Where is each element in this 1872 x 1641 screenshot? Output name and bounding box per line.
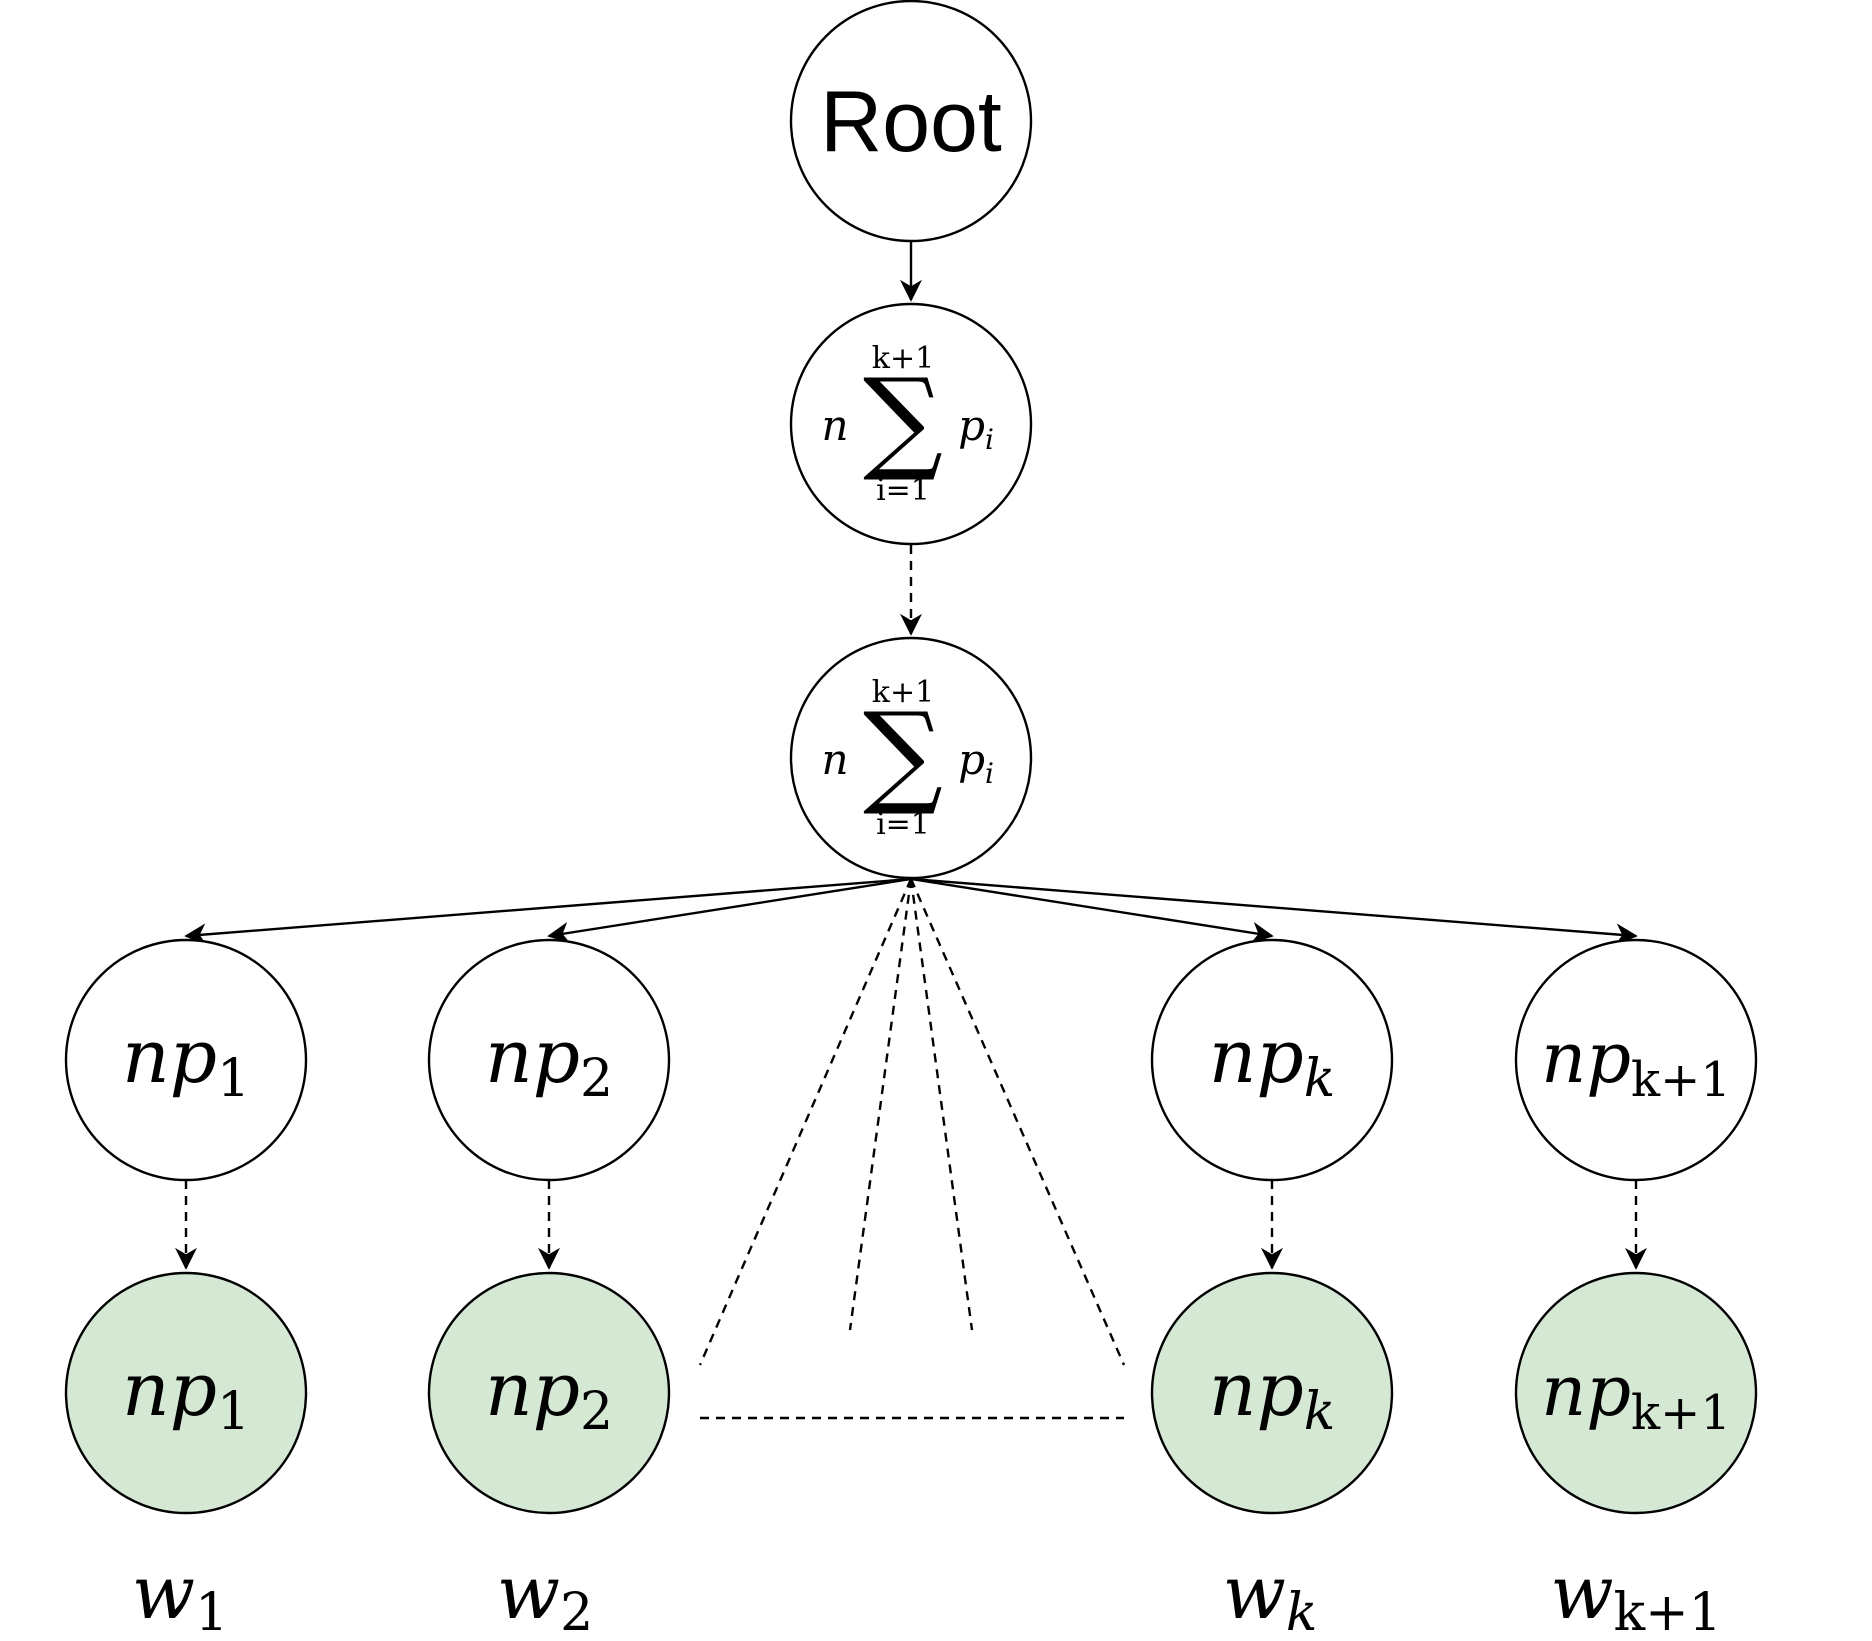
sigma-symbol: ∑ [863,689,943,819]
edge-sum2-to-leaf-1 [184,877,912,946]
word-node-circle [427,1271,671,1515]
sigma-symbol: ∑ [863,355,943,485]
word-label-k1: wk+1 [1550,1550,1722,1641]
ellipsis-line-inner-right [909,878,974,1331]
word-node-k: npk [1150,1271,1394,1515]
root-node-circle [789,0,1033,243]
leaf-node-circle [1150,938,1394,1182]
sum-node-1: n ∑ k+1 i=1 pi [789,302,1033,546]
leaf-node-circle [64,938,308,1182]
word-node-circle [1150,1271,1394,1515]
word-node-1: np1 [64,1271,308,1515]
sum-term: pi [958,401,994,456]
word-label-2: w2 [497,1550,593,1641]
sum-coef: n [821,401,848,450]
sum-upper-limit: k+1 [872,341,934,376]
word-node-2: np2 [427,1271,671,1515]
leaf-node-label: np1 [122,1014,250,1109]
sum-upper-limit: k+1 [872,675,934,710]
leaf-node-k1: npk+1 [1514,938,1758,1182]
leaf-node-1: np1 [64,938,308,1182]
word-label-k: wk [1223,1550,1318,1641]
leaf-node-2: np2 [427,938,671,1182]
leaf-node-label: np2 [485,1014,613,1109]
leaf-node-label: npk+1 [1541,1017,1731,1108]
leaf-node-label: npk [1209,1014,1336,1109]
edges [175,242,1647,1420]
word-node-label: np1 [122,1347,250,1442]
ellipsis-line-inner-left [848,878,913,1331]
word-node-label: npk+1 [1541,1350,1731,1441]
sum-lower-limit: i=1 [876,473,930,508]
sum-coef: n [821,735,848,784]
leaf-node-circle [427,938,671,1182]
ellipsis-line-right [909,878,1126,1366]
leaf-node-circle [1514,938,1758,1182]
root-node: Root [789,0,1033,243]
edge-sum2-to-leaf-k1 [910,877,1638,946]
sum-node-circle [789,636,1033,880]
word-node-circle [1514,1271,1758,1515]
sum-node-circle [789,302,1033,546]
edge-sum2-to-leaf-2 [547,877,912,944]
word-node-k1: npk+1 [1514,1271,1758,1515]
leaf-node-k: npk [1150,938,1394,1182]
word-node-label: npk [1209,1347,1336,1442]
word-labels: w1 w2 wk wk+1 [132,1550,1722,1641]
edge-sum2-to-leaf-k [910,877,1274,944]
sum-term: pi [958,735,994,790]
root-node-label: Root [820,74,1002,170]
ellipsis-line-left [698,878,913,1366]
word-nodes: np1 np2 npk npk+1 [64,1271,1758,1515]
word-label-1: w1 [132,1550,228,1641]
leaf-nodes: np1 np2 npk npk+1 [64,938,1758,1182]
word-node-circle [64,1271,308,1515]
word-node-label: np2 [485,1347,613,1442]
sum-node-2: n ∑ k+1 i=1 pi [789,636,1033,880]
sum-lower-limit: i=1 [876,807,930,842]
